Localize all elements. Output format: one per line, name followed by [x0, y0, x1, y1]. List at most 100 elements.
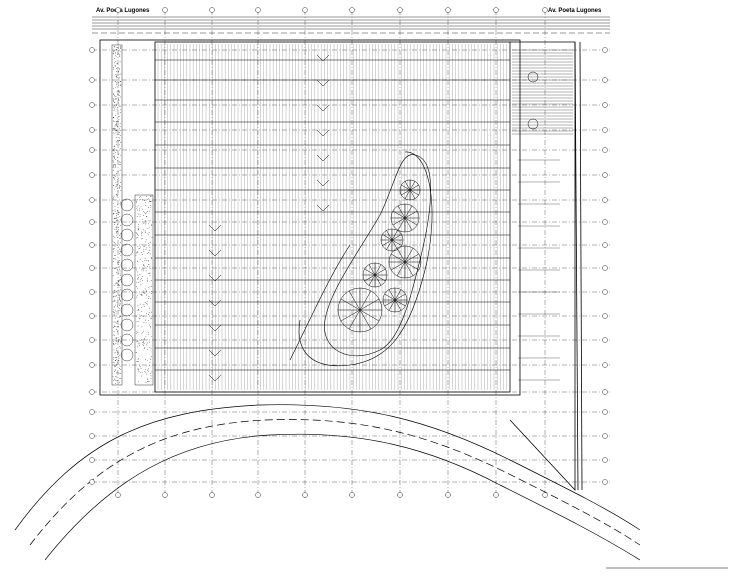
stipple-dot [116, 329, 117, 330]
stipple-dot [113, 202, 114, 204]
stipple-dot [117, 372, 119, 374]
stipple-dot [113, 196, 115, 198]
ramp-chevron [316, 54, 330, 62]
stipple-dot [139, 246, 141, 248]
stipple-dot [116, 123, 118, 125]
grid-bubble-icon [89, 313, 95, 319]
grid-bubble-icon [89, 127, 95, 133]
stipple-dot [120, 105, 122, 107]
grid-bubble-icon [89, 102, 95, 108]
stipple-dot [116, 350, 117, 351]
stipple-dot [116, 105, 117, 107]
stipple-dot [115, 115, 116, 116]
stipple-dot [120, 148, 121, 149]
stipple-dot [116, 90, 118, 92]
stipple-dot [117, 48, 119, 49]
stipple-dot [148, 312, 150, 313]
stipple-dot [119, 346, 121, 347]
stipple-dot [116, 46, 118, 48]
stipple-dot [151, 280, 152, 281]
stipple-dot [115, 66, 116, 67]
stipple-dot [116, 216, 117, 218]
stipple-dot [118, 246, 119, 248]
stipple-dot [119, 305, 120, 306]
stipple-dot [136, 361, 138, 362]
stipple-dot [113, 155, 115, 157]
stipple-dot [119, 299, 120, 300]
stipple-dot [140, 293, 141, 295]
stipple-dot [114, 164, 116, 165]
stipple-dot [114, 148, 115, 150]
stipple-dot [149, 361, 151, 363]
stipple-dot [145, 202, 146, 204]
stipple-dot [149, 201, 150, 202]
stipple-dot [116, 126, 118, 128]
stipple-dot [112, 177, 114, 178]
tree-branch [390, 253, 406, 263]
stipple-dot [144, 245, 145, 247]
stipple-dot [151, 311, 152, 313]
stipple-dot [146, 313, 147, 314]
grid-bubble-icon [602, 289, 608, 295]
stipple-dot [141, 235, 143, 236]
stipple-dot [138, 342, 140, 344]
stipple-dot [119, 298, 121, 299]
stipple-dot [143, 292, 145, 294]
stipple-dot [148, 298, 150, 299]
stipple-dot [120, 336, 121, 338]
stipple-dot [145, 372, 146, 374]
stipple-dot [118, 358, 120, 359]
stipple-dot [114, 61, 116, 63]
stipple-dot [119, 187, 120, 188]
stipple-dot [113, 218, 115, 219]
stipple-dot [117, 339, 119, 341]
stipple-dot [144, 223, 146, 225]
stipple-dot [146, 373, 148, 375]
stipple-dot [119, 272, 121, 274]
grid-bubble-icon [89, 77, 95, 83]
stipple-dot [147, 379, 149, 381]
stipple-dot [138, 228, 139, 230]
grid-bubble-icon [602, 47, 608, 53]
stipple-dot [118, 140, 119, 142]
stipple-dot [119, 94, 121, 96]
grid-bubble-icon [115, 492, 121, 498]
stipple-dot [114, 362, 115, 364]
stipple-dot [114, 217, 116, 219]
grid-bubble-icon [89, 337, 95, 343]
stipple-dot [113, 313, 115, 315]
stipple-dot [118, 294, 119, 296]
stipple-dot [115, 121, 117, 122]
stipple-dot [148, 233, 149, 235]
stipple-dot [113, 87, 114, 89]
stipple-dot [113, 121, 115, 123]
grid-bubble-icon [89, 389, 95, 395]
stipple-dot [139, 274, 141, 276]
stipple-dot [137, 209, 138, 211]
stipple-dot [136, 341, 138, 343]
stipple-dot [113, 67, 115, 68]
stipple-dot [115, 376, 117, 377]
stipple-dot [115, 215, 117, 216]
stipple-dot [144, 371, 146, 372]
stipple-dot [112, 213, 114, 215]
stipple-dot [113, 117, 115, 119]
stipple-dot [112, 301, 114, 302]
stipple-dot [118, 119, 120, 121]
stipple-dot [114, 106, 116, 108]
stipple-dot [150, 318, 152, 320]
stipple-dot [137, 361, 139, 363]
stipple-dot [118, 260, 120, 262]
stipple-dot [136, 202, 137, 204]
stipple-dot [118, 340, 120, 342]
tree-branch [364, 274, 376, 282]
stipple-dot [146, 303, 147, 304]
stipple-dot [142, 344, 144, 345]
stipple-dot [117, 107, 118, 109]
stipple-dot [119, 286, 121, 288]
stipple-dot [115, 227, 117, 229]
stipple-dot [117, 121, 119, 122]
stipple-dot [114, 255, 115, 256]
stipple-dot [146, 303, 148, 305]
stipple-dot [112, 240, 114, 242]
